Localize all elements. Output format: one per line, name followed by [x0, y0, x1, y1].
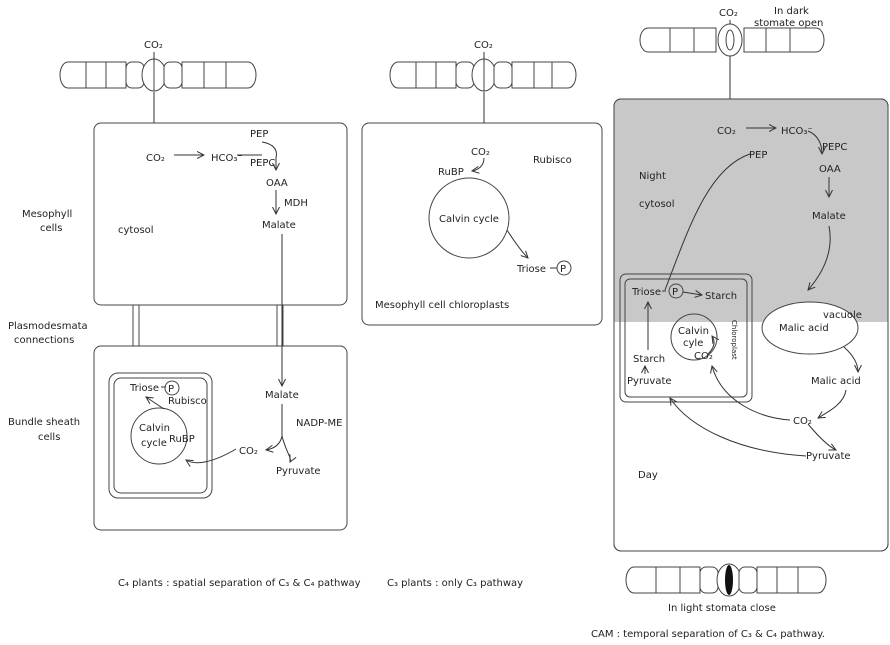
- cam-night: Night: [639, 171, 666, 182]
- cam-starch-bottom: Starch: [633, 354, 665, 365]
- c4-label-mesophyll-cells: cells: [40, 223, 62, 234]
- c3-chloroplast-label: Mesophyll cell chloroplasts: [375, 300, 509, 311]
- c3-triose: Triose: [516, 264, 546, 275]
- c4-bs-malate: Malate: [265, 390, 299, 401]
- cam-chloroplast-pyruvate: Pyruvate: [627, 376, 672, 387]
- c4-mesophyll-cell: [94, 123, 347, 305]
- c3-calvin-cycle-label: Calvin cycle: [439, 214, 499, 225]
- cam-label-in-dark: In dark: [774, 6, 809, 17]
- cam-malate: Malate: [812, 211, 846, 222]
- cam-caption: CAM : temporal separation of C₃ & C₄ pat…: [591, 629, 825, 640]
- c4-plasmodesma-left: [133, 305, 139, 346]
- c4-co2: CO₂: [146, 153, 165, 164]
- c4-epidermis: [60, 59, 256, 91]
- c4-caption: C₄ plants : spatial separation of C₃ & C…: [118, 578, 361, 589]
- c4-atmosphere-co2: CO₂: [144, 40, 163, 51]
- c3-phosphate-label: P: [560, 264, 566, 275]
- cam-stomata-open: [718, 24, 742, 56]
- cam-chloroplast-co2: CO₂: [694, 351, 713, 362]
- c4-rubisco: Rubisco: [168, 396, 207, 407]
- cam-cyle: cyle: [683, 338, 703, 349]
- c3-rubisco: Rubisco: [533, 155, 572, 166]
- c4-malate: Malate: [262, 220, 296, 231]
- cam-day: Day: [638, 470, 658, 481]
- cam-label-stomate-open: stomate open: [754, 18, 823, 29]
- c4-rubp: RuBP: [169, 434, 195, 445]
- c4-label-connections: connections: [14, 335, 74, 346]
- cam-oaa: OAA: [819, 164, 841, 175]
- cam-label-in-light: In light stomata close: [668, 603, 776, 614]
- cam-triose: Triose: [631, 287, 661, 298]
- c4-pep: PEP: [250, 129, 268, 140]
- c3-caption: C₃ plants : only C₃ pathway: [387, 578, 523, 589]
- cam-starch-top: Starch: [705, 291, 737, 302]
- cam-malic-acid-vacuole: Malic acid: [779, 323, 829, 334]
- cam-calvin: Calvin: [678, 326, 709, 337]
- c4-pyruvate: Pyruvate: [276, 466, 321, 477]
- cam-vacuole-label: vacuole: [823, 310, 862, 321]
- cam-bottom-epidermis: [626, 564, 826, 596]
- c4-nadp-me: NADP-ME: [296, 418, 342, 429]
- cam-malic-acid: Malic acid: [811, 376, 861, 387]
- c3-atmosphere-co2: CO₂: [474, 40, 493, 51]
- c4-calvin: Calvin: [139, 423, 170, 434]
- c4-phosphate-label: P: [168, 384, 174, 395]
- c4-bundle-sheath-cell: [94, 346, 347, 530]
- c4-label-plasmodesmata: Plasmodesmata: [8, 321, 88, 332]
- c4-triose: Triose: [129, 383, 159, 394]
- c4-bs-co2: CO₂: [239, 446, 258, 457]
- c4-cytosol: cytosol: [118, 225, 154, 236]
- cam-phosphate-label: P: [672, 287, 678, 298]
- cam-pep: PEP: [749, 150, 767, 161]
- c3-co2: CO₂: [471, 147, 490, 158]
- c3-rubp: RuBP: [438, 167, 464, 178]
- c3-panel: CO₂ CO₂ Rubisco RuBP Calvin cycle Triose…: [362, 40, 602, 589]
- c4-label-bundle-sheath: Bundle sheath: [8, 417, 80, 428]
- cam-atmosphere-co2: CO₂: [719, 8, 738, 19]
- cam-pyruvate: Pyruvate: [806, 451, 851, 462]
- c4-pepc: PEPC: [250, 158, 275, 169]
- c4-label-bundle-sheath-cells: cells: [38, 432, 60, 443]
- cam-chloroplast-label: Chloroplast: [730, 320, 738, 360]
- cam-co2: CO₂: [717, 126, 736, 137]
- c4-panel: CO₂ Mesophyll cells Plasmodesmata connec…: [8, 40, 361, 589]
- cam-panel: CO₂ In dark stomate open CO₂ HCO₃⁻ PEPC …: [591, 6, 888, 640]
- c4-cycle: cycle: [141, 438, 167, 449]
- c4-label-mesophyll: Mesophyll: [22, 209, 72, 220]
- c4-mdh: MDH: [284, 198, 308, 209]
- cam-pepc: PEPC: [822, 142, 847, 153]
- cam-cytosol: cytosol: [639, 199, 675, 210]
- c4-oaa: OAA: [266, 178, 288, 189]
- c3-epidermis: [390, 59, 576, 91]
